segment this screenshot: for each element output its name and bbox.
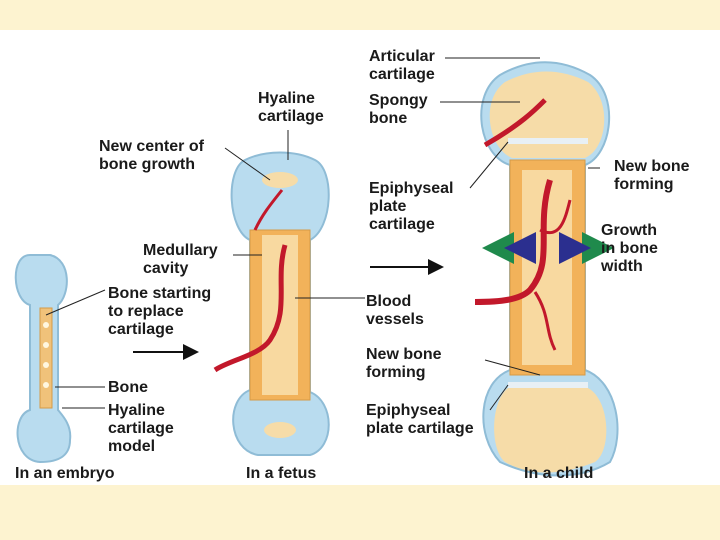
label-epiphyseal-plate-cartilage-top: Epiphyseal plate cartilage [369,180,454,233]
embryo-bone-collar [39,307,53,409]
child-spongy-bone-bottom [494,388,607,473]
diagram-canvas: Articular cartilage Hyaline cartilage Sp… [0,30,720,485]
child-upper-vessel [483,98,547,148]
label-hyaline-cartilage-top: Hyaline cartilage [258,90,324,125]
label-new-bone-forming-bottom: New bone forming [366,346,442,381]
label-epiphyseal-plate-cartilage-bottom: Epiphyseal plate cartilage [366,402,474,437]
embryo-bone [14,254,72,464]
label-bone: Bone [108,379,148,396]
label-medullary-cavity: Medullary cavity [143,242,218,277]
fetus-blood-vessel [213,244,288,373]
child-epiphyseal-plate-bottom [508,382,588,388]
fetus-lower-center [264,422,296,438]
label-blood-vessels: Blood vessels [366,293,424,328]
label-bone-starting-to-replace-cartilage: Bone starting to replace cartilage [108,285,212,338]
bone-development-illustration [14,57,619,477]
caption-fetus: In a fetus [246,465,317,482]
label-new-center-of-bone-growth: New center of bone growth [99,138,204,173]
child-epiphyseal-plate-top [508,138,588,144]
child-main-vessel [474,179,553,305]
label-articular-cartilage: Articular cartilage [369,48,435,83]
fetus-bone [213,151,330,456]
label-new-bone-forming-right: New bone forming [614,158,690,193]
child-spongy-bone-top [489,71,605,158]
label-hyaline-cartilage-model: Hyaline cartilage model [108,402,174,455]
fetus-new-center [262,172,298,188]
caption-embryo: In an embryo [15,465,115,482]
leader-lines [45,57,600,411]
label-growth-in-bone-width: Growth in bone width [601,222,658,275]
child-bone [474,61,619,477]
label-spongy-bone: Spongy bone [369,92,428,127]
caption-child: In a child [524,465,594,482]
